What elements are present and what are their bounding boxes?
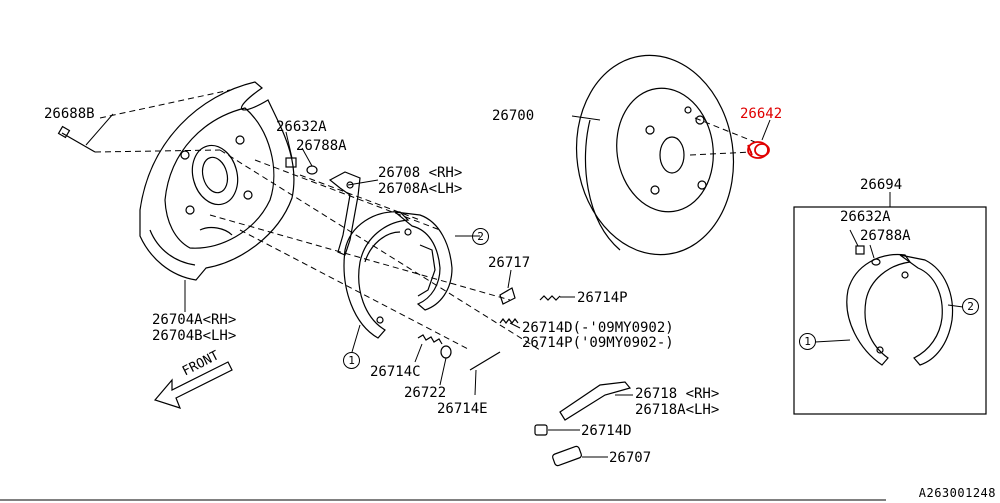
label-26694: 26694 [860, 177, 903, 193]
label-26714P-b: 26714P('09MY0902-) [522, 335, 674, 351]
label-26708A: 26708A<LH> [378, 181, 463, 197]
label-26717: 26717 [488, 255, 531, 271]
pin-26714D [534, 424, 548, 436]
label-26688B: 26688B [44, 106, 95, 122]
label-26714E: 26714E [437, 401, 488, 417]
label-26788A-top: 26788A [296, 138, 347, 154]
spring-26714C [417, 334, 443, 345]
brake-disc-26700 [575, 54, 735, 256]
spring-26714D [499, 318, 519, 324]
label-26632A-top: 26632A [276, 119, 327, 135]
callout-2-box: 2 [962, 298, 979, 315]
label-26700: 26700 [492, 108, 535, 124]
label-26708: 26708 <RH> [378, 165, 463, 181]
strut-26718 [559, 381, 632, 421]
front-arrow-icon [153, 361, 233, 409]
label-26632A-box: 26632A [840, 209, 891, 225]
label-26722: 26722 [404, 385, 447, 401]
label-26718A: 26718A<LH> [635, 402, 720, 418]
strut-26717 [499, 287, 516, 305]
callout-2: 2 [472, 228, 489, 245]
callout-1: 1 [343, 352, 360, 369]
callout-1-box: 1 [799, 333, 816, 350]
inset-washer [871, 258, 881, 266]
label-26718: 26718 <RH> [635, 386, 720, 402]
inset-shoe-assembly [846, 253, 954, 366]
diagram-code: A263001248 [918, 486, 996, 500]
bolt-26688B [57, 125, 96, 153]
inset-nut [855, 245, 865, 255]
label-26704B: 26704B<LH> [152, 328, 237, 344]
bolt-26642 [747, 141, 770, 159]
cup-26722 [440, 345, 452, 359]
brake-shoe-assembly [343, 211, 453, 339]
pin-26714E [469, 351, 501, 371]
label-26714C: 26714C [370, 364, 421, 380]
backing-plate [139, 81, 295, 281]
label-26714D-a: 26714D(-'09MY0902) [522, 320, 674, 336]
label-26714P-a: 26714P [577, 290, 628, 306]
label-26642: 26642 [740, 106, 783, 122]
adjuster-26707 [552, 445, 582, 467]
washer-26788A [306, 165, 318, 175]
spring-26714P [539, 295, 561, 301]
label-26704A: 26704A<RH> [152, 312, 237, 328]
parking-brake-lever [328, 171, 361, 256]
label-26714D-b: 26714D [581, 423, 632, 439]
label-26788A-box: 26788A [860, 228, 911, 244]
adjuster-nut-26632A [285, 157, 297, 168]
label-26707: 26707 [609, 450, 652, 466]
